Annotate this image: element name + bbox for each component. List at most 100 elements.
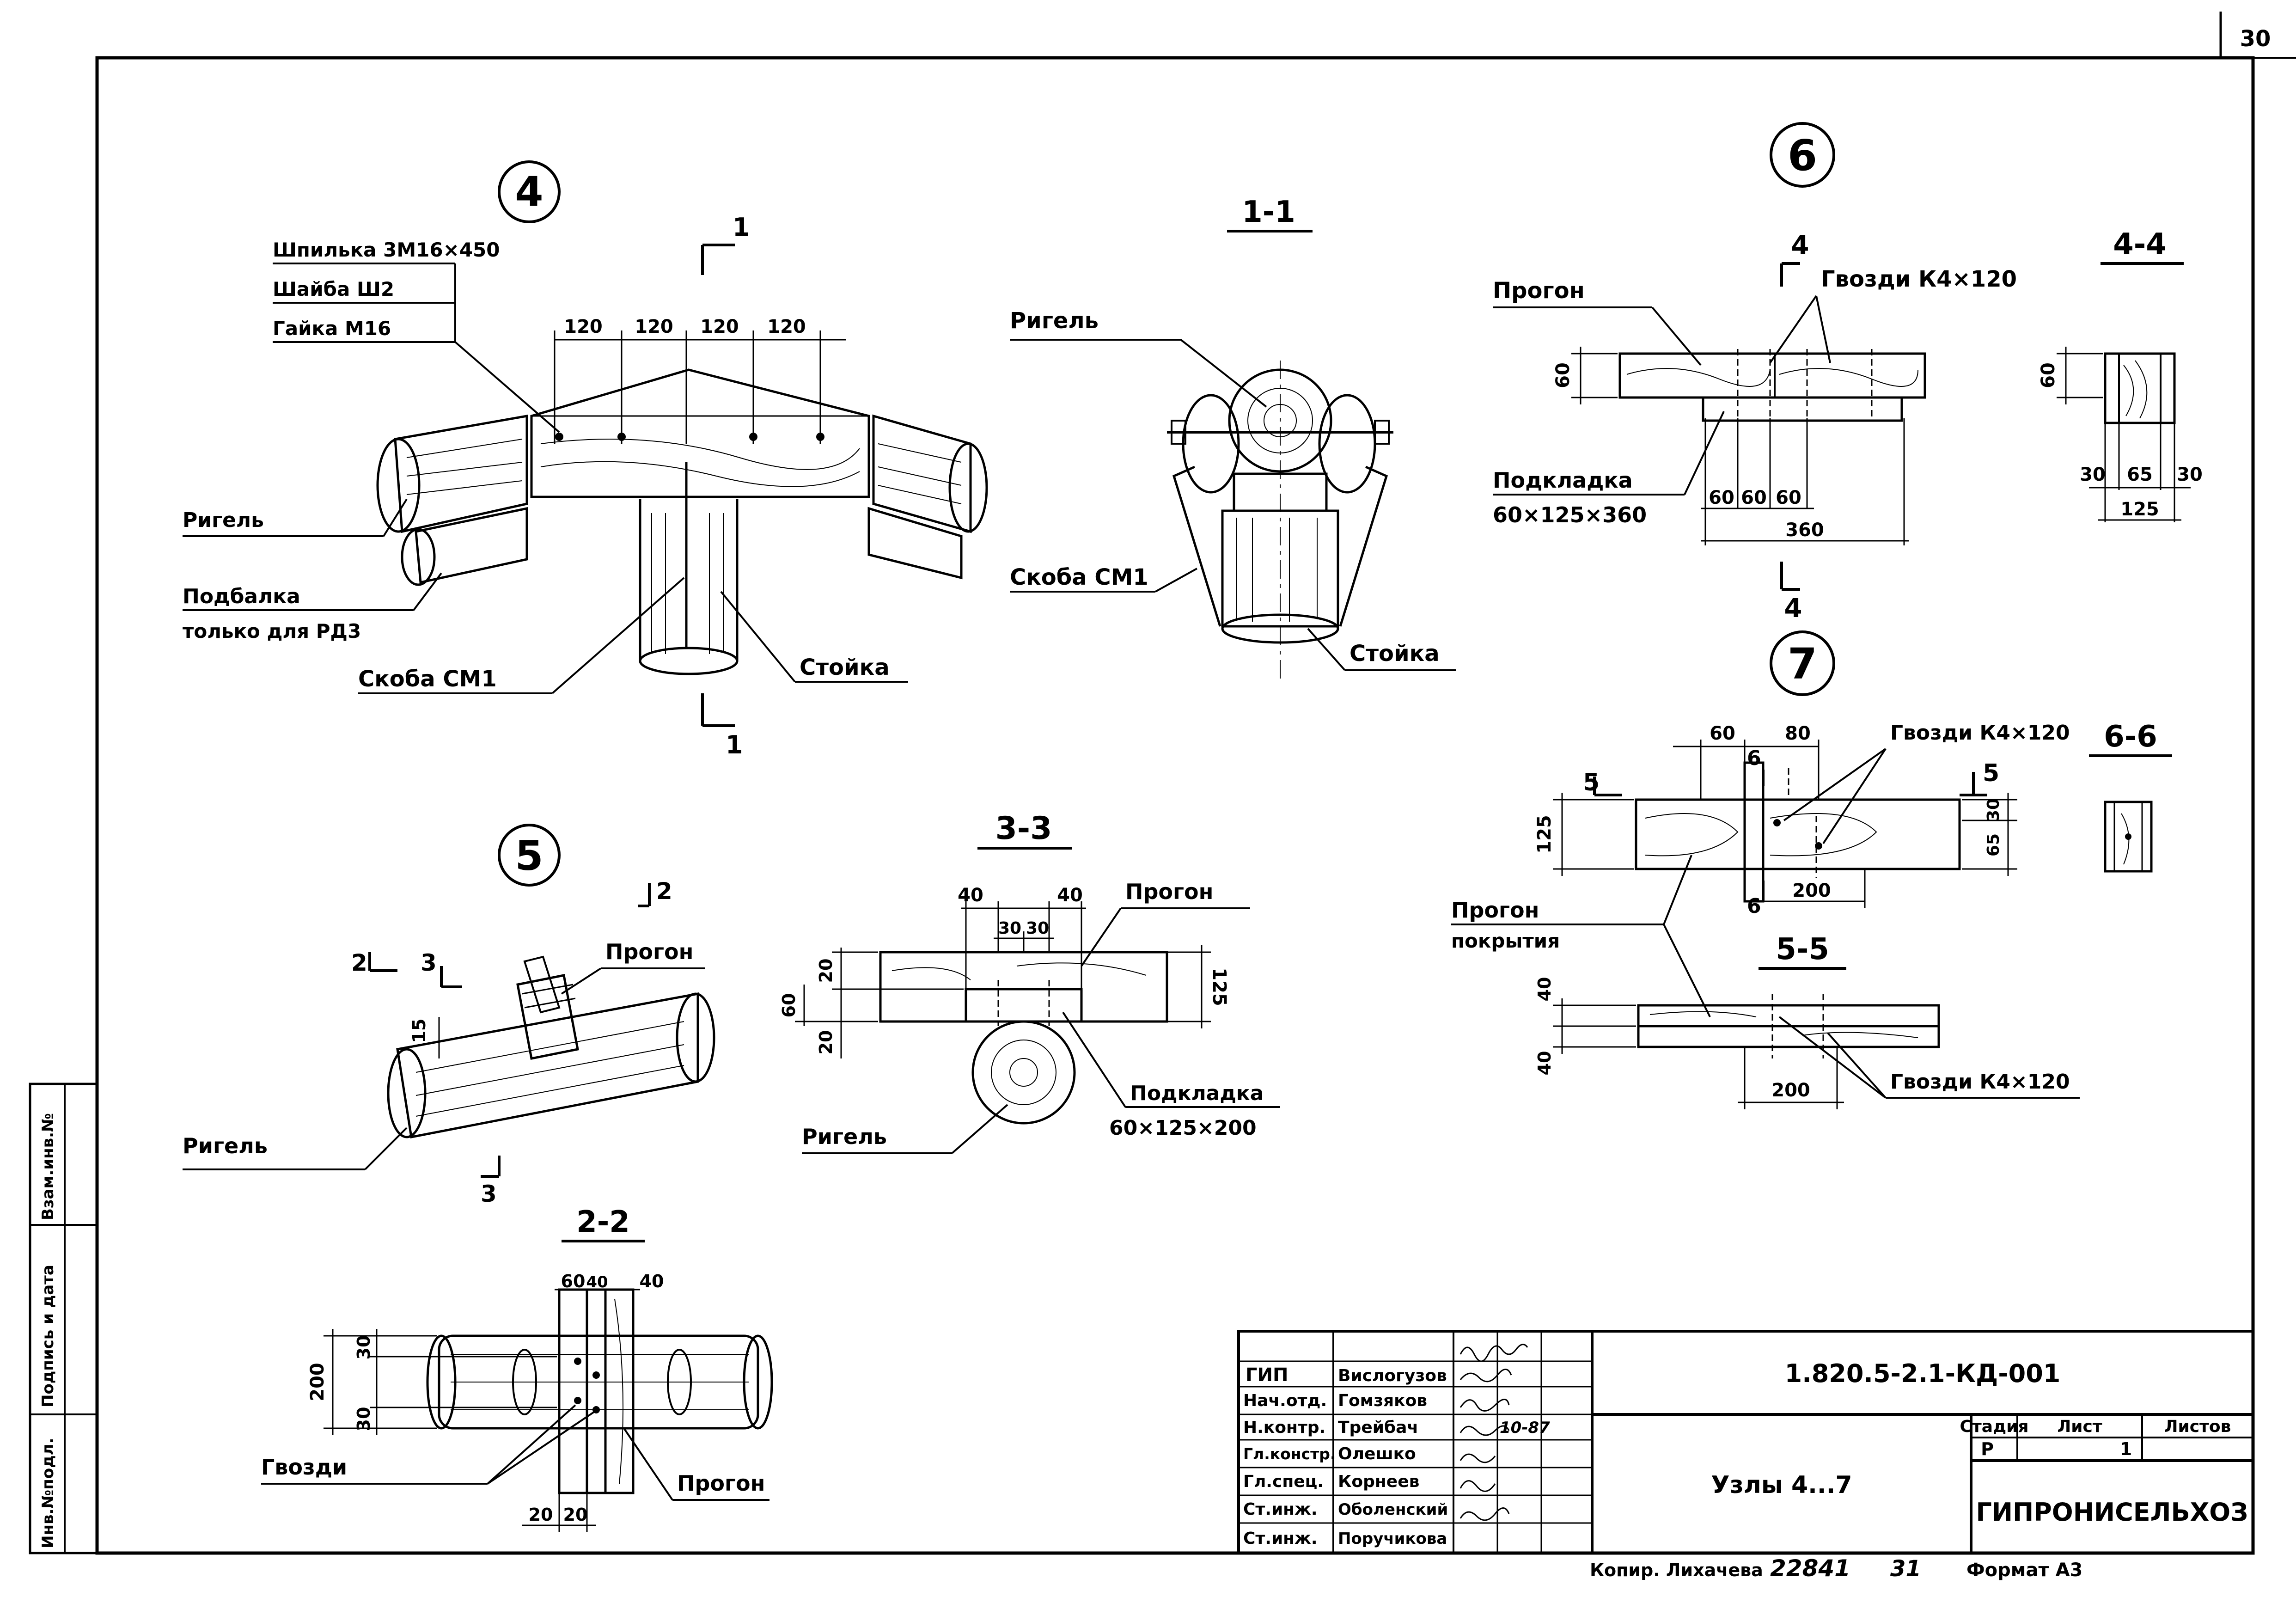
footer-num2: 31 — [1890, 1556, 1921, 1582]
node-7-section-mark-5-left: 5 — [1583, 769, 1600, 796]
section-2-2-title: 2-2 — [576, 1205, 630, 1239]
signatures — [1459, 1344, 1528, 1521]
title-block-role-1: Нач.отд. — [1243, 1391, 1327, 1410]
section-3-3-dim-40b: 40 — [1057, 885, 1083, 906]
section-4-4-dim-h: 60 — [2038, 362, 2059, 388]
section-3-3-label-podkladka-1: Подкладка — [1130, 1082, 1264, 1105]
node-5-number: 5 — [515, 832, 543, 880]
node-7: 7 5 5 6 6 60 80 125 — [1451, 630, 2070, 1017]
section-4-4-title: 4-4 — [2113, 227, 2167, 262]
section-3-3-dim-30b: 30 — [1026, 919, 1049, 938]
node-4-number: 4 — [515, 168, 543, 215]
node-6-label-podkladka-2: 60×125×360 — [1493, 502, 1647, 527]
section-5-5-label-gvozdi: Гвозди К4×120 — [1890, 1070, 2070, 1094]
node-5-mark-3: 3 — [421, 949, 437, 976]
section-2-2: 2-2 60 40 40 200 30 30 — [261, 1205, 773, 1532]
section-5-5-dim-t2: 40 — [1534, 1051, 1555, 1076]
node-7-dim-r1: 65 — [1984, 833, 2003, 856]
node-4-dim-3: 120 — [700, 316, 739, 337]
node-7-label-gvozdi: Гвозди К4×120 — [1890, 721, 2070, 745]
stamp-vzam-inv: Взам.инв.№ — [39, 1113, 57, 1220]
node-6-dim-b: 60 — [1741, 487, 1767, 508]
node-7-section-mark-5-right: 5 — [1983, 759, 1999, 787]
title-block-name-6: Поручикова — [1338, 1529, 1447, 1548]
section-5-5-dim-len: 200 — [1771, 1080, 1810, 1101]
title-block-date: 10-87 — [1500, 1419, 1550, 1437]
node-4-spec-1: Шпилька 3М16×450 — [273, 239, 500, 261]
section-4-4-dim-w: 125 — [2120, 499, 2159, 520]
title-block-title: Узлы 4...7 — [1711, 1471, 1852, 1499]
section-1-1-label-stoyka: Стойка — [1350, 641, 1440, 667]
node-7-dim-a: 60 — [1710, 723, 1735, 744]
title-block-sheet-header: Лист — [2057, 1417, 2102, 1436]
section-3-3-label-rigel: Ригель — [802, 1124, 887, 1149]
node-7-dim-h: 125 — [1534, 815, 1555, 854]
section-2-2-dim-20a: 20 — [529, 1505, 553, 1525]
node-4-dim-4: 120 — [767, 316, 806, 337]
title-block-role-0: ГИП — [1246, 1364, 1288, 1386]
node-5-mark-2: 2 — [351, 949, 367, 976]
section-5-5-title: 5-5 — [1776, 932, 1829, 967]
node-7-label-progon-1: Прогон — [1451, 898, 1539, 923]
node-6-number: 6 — [1788, 131, 1817, 180]
node-5-dim-15: 15 — [409, 1019, 429, 1043]
title-block-name-4: Корнеев — [1338, 1472, 1419, 1491]
node-6-dim-a: 60 — [1709, 487, 1734, 508]
section-3-3-dim-30a: 30 — [998, 919, 1021, 938]
node-6-label-gvozdi: Гвозди К4×120 — [1821, 266, 2017, 292]
node-5-label-progon: Прогон — [605, 939, 693, 964]
title-block-name-3: Олешко — [1338, 1444, 1416, 1463]
node-4-label-podbalka-1: Подбалка — [183, 585, 300, 608]
node-6-dim-h: 60 — [1552, 362, 1574, 388]
node-6-label-podkladka-1: Подкладка — [1493, 468, 1633, 493]
section-3-3-label-progon: Прогон — [1125, 879, 1213, 904]
section-5-5-dim-t1: 40 — [1534, 977, 1555, 1002]
node-6-section-mark-top: 4 — [1791, 231, 1809, 261]
section-5-5: 5-5 40 40 200 Гвозди К4×120 — [1534, 932, 2080, 1109]
section-2-2-dim-30b: 30 — [354, 1407, 374, 1431]
node-6-label-progon: Прогон — [1493, 278, 1585, 304]
node-7-section-mark-6-top: 6 — [1747, 746, 1761, 770]
node-4-section-mark-top: 1 — [733, 213, 750, 242]
node-4: 4 Шпилька 3М16×450 Шайба Ш2 Гайка М16 1 … — [183, 160, 988, 759]
side-stamp: Инв.№подл. Подпись и дата Взам.инв.№ — [29, 1083, 98, 1554]
section-3-3-dim-40a: 40 — [958, 885, 983, 906]
section-4-4: 4-4 60 30 65 30 125 — [2038, 227, 2203, 522]
node-4-label-rigel: Ригель — [183, 508, 264, 532]
section-1-1: 1-1 Ригель Скоба СМ1 Стойка — [1010, 195, 1456, 684]
section-2-2-label-progon: Прогон — [677, 1471, 765, 1496]
title-block-org: ГИПРОНИСЕЛЬХОЗ — [1976, 1498, 2248, 1527]
title-block-role-5: Ст.инж. — [1243, 1500, 1318, 1519]
section-6-6: 6-6 — [2089, 720, 2172, 873]
title-block-doc-code: 1.820.5-2.1-КД-001 — [1785, 1359, 2061, 1388]
footer: Копир. Лихачева 22841 31 Формат А3 — [1590, 1555, 2082, 1582]
title-block: ГИП Вислогузов Нач.отд. Гомзяков Н.контр… — [1237, 1330, 2254, 1554]
node-7-section-mark-6-bottom: 6 — [1747, 894, 1761, 918]
title-block-name-1: Гомзяков — [1338, 1391, 1427, 1410]
node-5-mark-12: 2 — [656, 878, 672, 905]
node-6-section-mark-bottom: 4 — [1784, 593, 1802, 624]
node-4-spec-2: Шайба Ш2 — [273, 278, 394, 300]
node-6: 6 4 4 60 60 60 60 360 Прогон — [1493, 122, 2017, 624]
section-4-4-dim-r: 30 — [2177, 464, 2203, 485]
section-1-1-label-skoba: Скоба СМ1 — [1010, 564, 1148, 590]
node-6-dim-len: 360 — [1785, 520, 1824, 541]
node-5-label-rigel: Ригель — [183, 1133, 268, 1158]
node-4-label-skoba: Скоба СМ1 — [358, 666, 497, 692]
node-4-dim-2: 120 — [635, 316, 673, 337]
section-4-4-dim-m: 65 — [2127, 464, 2153, 485]
stamp-inv-podl: Инв.№подл. — [39, 1438, 57, 1548]
node-7-dim-r2: 30 — [1984, 798, 2003, 821]
node-7-dim-b: 80 — [1785, 723, 1811, 744]
section-2-2-label-gvozdi: Гвозди — [261, 1455, 347, 1480]
title-block-name-2: Трейбач — [1338, 1418, 1418, 1437]
section-2-2-dim-30a: 30 — [354, 1335, 374, 1360]
node-4-section-mark-bottom: 1 — [726, 730, 743, 759]
section-3-3-dim-60: 60 — [779, 993, 799, 1018]
section-3-3-label-podkladka-2: 60×125×200 — [1109, 1116, 1257, 1140]
section-3-3-title: 3-3 — [995, 810, 1052, 847]
node-4-dim-1: 120 — [564, 316, 603, 337]
title-block-role-6: Ст.инж. — [1243, 1529, 1318, 1548]
section-1-1-label-rigel: Ригель — [1010, 308, 1099, 334]
